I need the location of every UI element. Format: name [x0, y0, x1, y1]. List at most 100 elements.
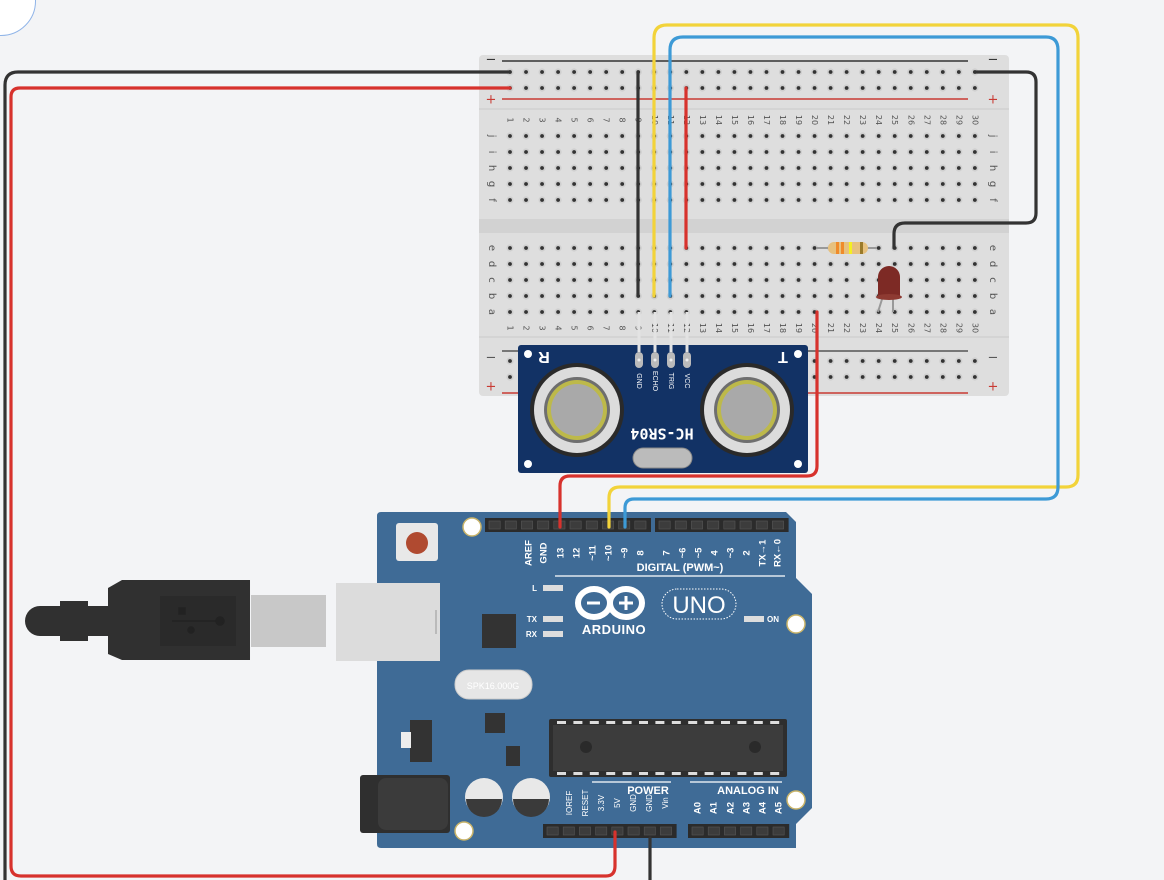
- breadboard-hole[interactable]: [508, 375, 512, 379]
- breadboard-hole[interactable]: [588, 182, 593, 186]
- breadboard-hole[interactable]: [604, 198, 609, 202]
- breadboard-hole[interactable]: [796, 310, 801, 314]
- breadboard-hole[interactable]: [940, 70, 945, 74]
- breadboard-hole[interactable]: [764, 182, 769, 186]
- breadboard-hole[interactable]: [572, 294, 577, 298]
- breadboard-hole[interactable]: [796, 294, 801, 298]
- breadboard-hole[interactable]: [828, 166, 833, 170]
- breadboard-hole[interactable]: [732, 294, 737, 298]
- breadboard-hole[interactable]: [716, 262, 721, 266]
- header-pin-socket[interactable]: [634, 520, 647, 530]
- breadboard-hole[interactable]: [732, 182, 737, 186]
- breadboard-hole[interactable]: [620, 86, 625, 90]
- breadboard-hole[interactable]: [812, 278, 817, 282]
- breadboard-hole[interactable]: [860, 150, 865, 154]
- breadboard-hole[interactable]: [908, 278, 913, 282]
- breadboard-hole[interactable]: [748, 310, 753, 314]
- breadboard-hole[interactable]: [508, 150, 512, 154]
- breadboard-hole[interactable]: [780, 198, 785, 202]
- header-pin-socket[interactable]: [569, 520, 582, 530]
- breadboard-hole[interactable]: [556, 150, 560, 154]
- breadboard-hole[interactable]: [572, 182, 577, 186]
- breadboard-hole[interactable]: [972, 262, 977, 266]
- breadboard-hole[interactable]: [812, 134, 817, 138]
- breadboard-hole[interactable]: [700, 182, 705, 186]
- breadboard-hole[interactable]: [796, 262, 801, 266]
- breadboard-hole[interactable]: [508, 359, 512, 363]
- header-pin-socket[interactable]: [739, 520, 752, 530]
- breadboard-hole[interactable]: [732, 246, 737, 250]
- breadboard-hole[interactable]: [876, 182, 881, 186]
- breadboard-hole[interactable]: [604, 310, 609, 314]
- breadboard-hole[interactable]: [940, 150, 945, 154]
- breadboard-hole[interactable]: [940, 359, 945, 363]
- breadboard-hole[interactable]: [556, 310, 560, 314]
- breadboard-hole[interactable]: [812, 150, 817, 154]
- breadboard-hole[interactable]: [540, 246, 544, 250]
- breadboard-hole[interactable]: [860, 166, 865, 170]
- breadboard-hole[interactable]: [540, 278, 544, 282]
- breadboard-hole[interactable]: [940, 86, 945, 90]
- breadboard-hole[interactable]: [780, 134, 785, 138]
- breadboard-hole[interactable]: [700, 134, 705, 138]
- breadboard-hole[interactable]: [700, 278, 705, 282]
- breadboard-hole[interactable]: [956, 166, 961, 170]
- breadboard-hole[interactable]: [972, 310, 977, 314]
- breadboard-hole[interactable]: [604, 294, 609, 298]
- breadboard-hole[interactable]: [828, 278, 833, 282]
- breadboard-hole[interactable]: [812, 166, 817, 170]
- header-pin-socket[interactable]: [691, 520, 703, 530]
- breadboard-hole[interactable]: [796, 134, 801, 138]
- breadboard-hole[interactable]: [940, 182, 945, 186]
- breadboard-hole[interactable]: [764, 166, 769, 170]
- breadboard-hole[interactable]: [556, 262, 560, 266]
- breadboard-hole[interactable]: [796, 166, 801, 170]
- breadboard-hole[interactable]: [876, 262, 881, 266]
- breadboard-hole[interactable]: [892, 70, 897, 74]
- breadboard-hole[interactable]: [876, 86, 881, 90]
- breadboard-hole[interactable]: [556, 166, 560, 170]
- breadboard-hole[interactable]: [828, 150, 833, 154]
- breadboard[interactable]: −−++−−++11223344556677889910101111121213…: [479, 53, 1009, 397]
- breadboard-hole[interactable]: [812, 262, 817, 266]
- breadboard-hole[interactable]: [748, 262, 753, 266]
- header-pin-socket[interactable]: [546, 826, 559, 836]
- breadboard-hole[interactable]: [940, 246, 945, 250]
- breadboard-hole[interactable]: [828, 375, 833, 379]
- breadboard-hole[interactable]: [620, 150, 625, 154]
- breadboard-hole[interactable]: [908, 86, 913, 90]
- breadboard-hole[interactable]: [972, 150, 977, 154]
- breadboard-hole[interactable]: [732, 86, 737, 90]
- breadboard-hole[interactable]: [956, 182, 961, 186]
- breadboard-hole[interactable]: [732, 134, 737, 138]
- breadboard-hole[interactable]: [604, 278, 609, 282]
- breadboard-hole[interactable]: [844, 262, 849, 266]
- breadboard-hole[interactable]: [604, 70, 609, 74]
- breadboard-hole[interactable]: [828, 294, 833, 298]
- breadboard-hole[interactable]: [908, 375, 913, 379]
- breadboard-hole[interactable]: [588, 166, 593, 170]
- header-pin-socket[interactable]: [723, 520, 736, 530]
- breadboard-hole[interactable]: [748, 86, 753, 90]
- breadboard-hole[interactable]: [940, 375, 945, 379]
- breadboard-hole[interactable]: [572, 310, 577, 314]
- breadboard-hole[interactable]: [924, 166, 929, 170]
- breadboard-hole[interactable]: [716, 246, 721, 250]
- breadboard-hole[interactable]: [716, 166, 721, 170]
- breadboard-hole[interactable]: [524, 134, 528, 138]
- breadboard-hole[interactable]: [908, 310, 913, 314]
- breadboard-hole[interactable]: [716, 86, 721, 90]
- breadboard-hole[interactable]: [972, 182, 977, 186]
- breadboard-hole[interactable]: [716, 70, 721, 74]
- breadboard-hole[interactable]: [956, 86, 961, 90]
- breadboard-hole[interactable]: [748, 278, 753, 282]
- breadboard-hole[interactable]: [556, 294, 560, 298]
- breadboard-hole[interactable]: [876, 134, 881, 138]
- breadboard-hole[interactable]: [908, 134, 913, 138]
- breadboard-hole[interactable]: [844, 150, 849, 154]
- header-pin-socket[interactable]: [740, 826, 753, 836]
- breadboard-hole[interactable]: [572, 262, 577, 266]
- breadboard-hole[interactable]: [844, 182, 849, 186]
- breadboard-hole[interactable]: [924, 310, 929, 314]
